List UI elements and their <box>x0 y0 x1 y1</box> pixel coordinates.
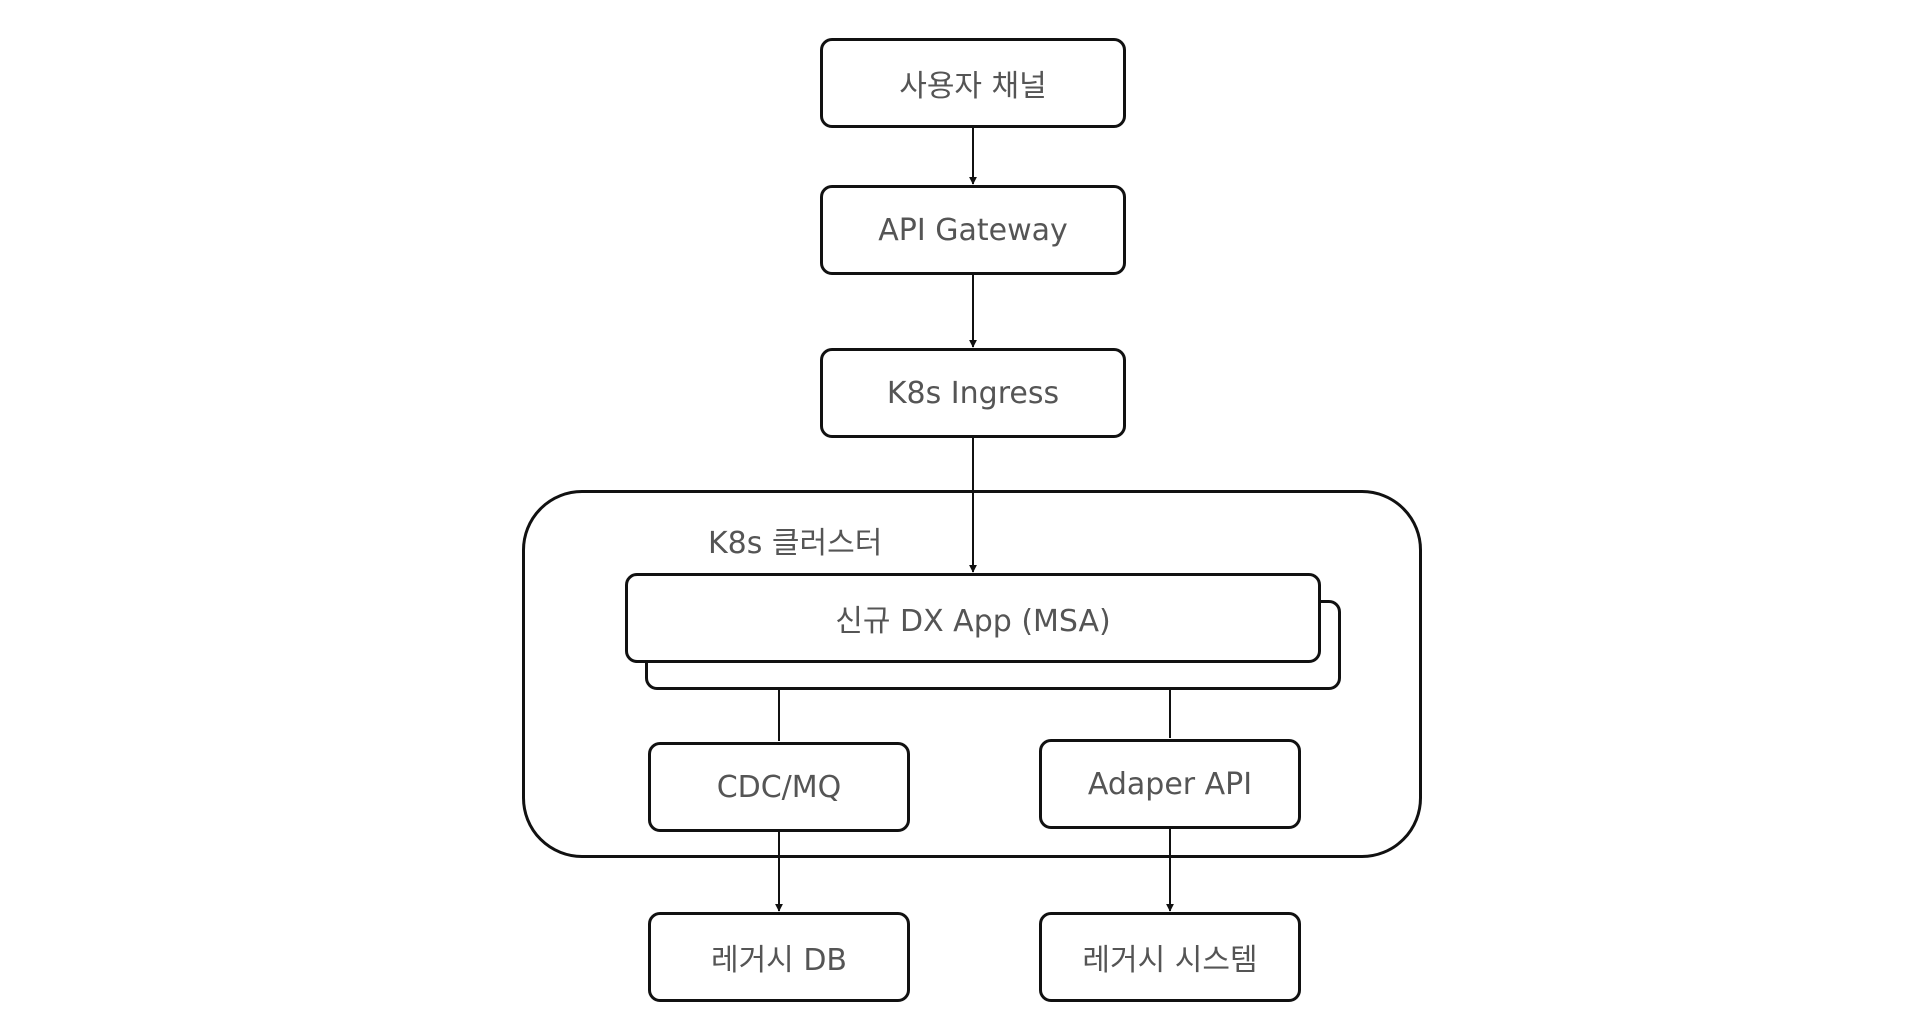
node-cdc-mq: CDC/MQ <box>648 742 910 832</box>
node-dx-app: 신규 DX App (MSA) <box>625 573 1321 663</box>
node-user-channel: 사용자 채널 <box>820 38 1126 128</box>
k8s-cluster-boundary <box>522 490 1422 858</box>
node-k8s-ingress: K8s Ingress <box>820 348 1126 438</box>
node-adapter-api: Adaper API <box>1039 739 1301 829</box>
node-api-gateway: API Gateway <box>820 185 1126 275</box>
node-legacy-system: 레거시 시스템 <box>1039 912 1301 1002</box>
node-legacy-db: 레거시 DB <box>648 912 910 1002</box>
cluster-label: K8s 클러스터 <box>708 526 883 561</box>
